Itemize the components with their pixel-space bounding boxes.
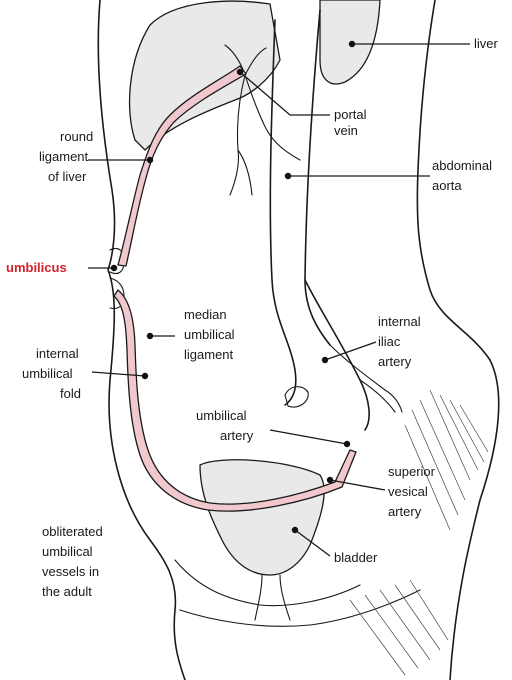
label-internal-umbilical-3: fold bbox=[60, 386, 81, 401]
label-internal-iliac-3: artery bbox=[378, 354, 412, 369]
label-bladder: bladder bbox=[334, 550, 378, 565]
label-median-umbilical-1: median bbox=[184, 307, 227, 322]
label-liver: liver bbox=[474, 36, 499, 51]
label-obliterated-2: umbilical bbox=[42, 544, 93, 559]
label-internal-iliac-2: iliac bbox=[378, 334, 401, 349]
label-round-ligament-2: ligament bbox=[39, 149, 89, 164]
label-round-ligament-1: round bbox=[60, 129, 93, 144]
label-abdominal-aorta-2: aorta bbox=[432, 178, 462, 193]
label-umbilical-artery-2: artery bbox=[220, 428, 254, 443]
label-median-umbilical-3: ligament bbox=[184, 347, 234, 362]
label-umbilicus: umbilicus bbox=[6, 260, 67, 275]
label-round-ligament-3: of liver bbox=[48, 169, 87, 184]
label-internal-umbilical-1: internal bbox=[36, 346, 79, 361]
label-portal-vein-1: portal bbox=[334, 107, 367, 122]
label-abdominal-aorta-1: abdominal bbox=[432, 158, 492, 173]
label-superior-vesical-3: artery bbox=[388, 504, 422, 519]
label-superior-vesical-1: superior bbox=[388, 464, 436, 479]
label-obliterated-3: vessels in bbox=[42, 564, 99, 579]
label-internal-umbilical-2: umbilical bbox=[22, 366, 73, 381]
label-superior-vesical-2: vesical bbox=[388, 484, 428, 499]
label-umbilical-artery-1: umbilical bbox=[196, 408, 247, 423]
label-obliterated-1: obliterated bbox=[42, 524, 103, 539]
label-portal-vein-2: vein bbox=[334, 123, 358, 138]
label-internal-iliac-1: internal bbox=[378, 314, 421, 329]
bladder-shape bbox=[200, 460, 324, 620]
label-obliterated-4: the adult bbox=[42, 584, 92, 599]
label-median-umbilical-2: umbilical bbox=[184, 327, 235, 342]
